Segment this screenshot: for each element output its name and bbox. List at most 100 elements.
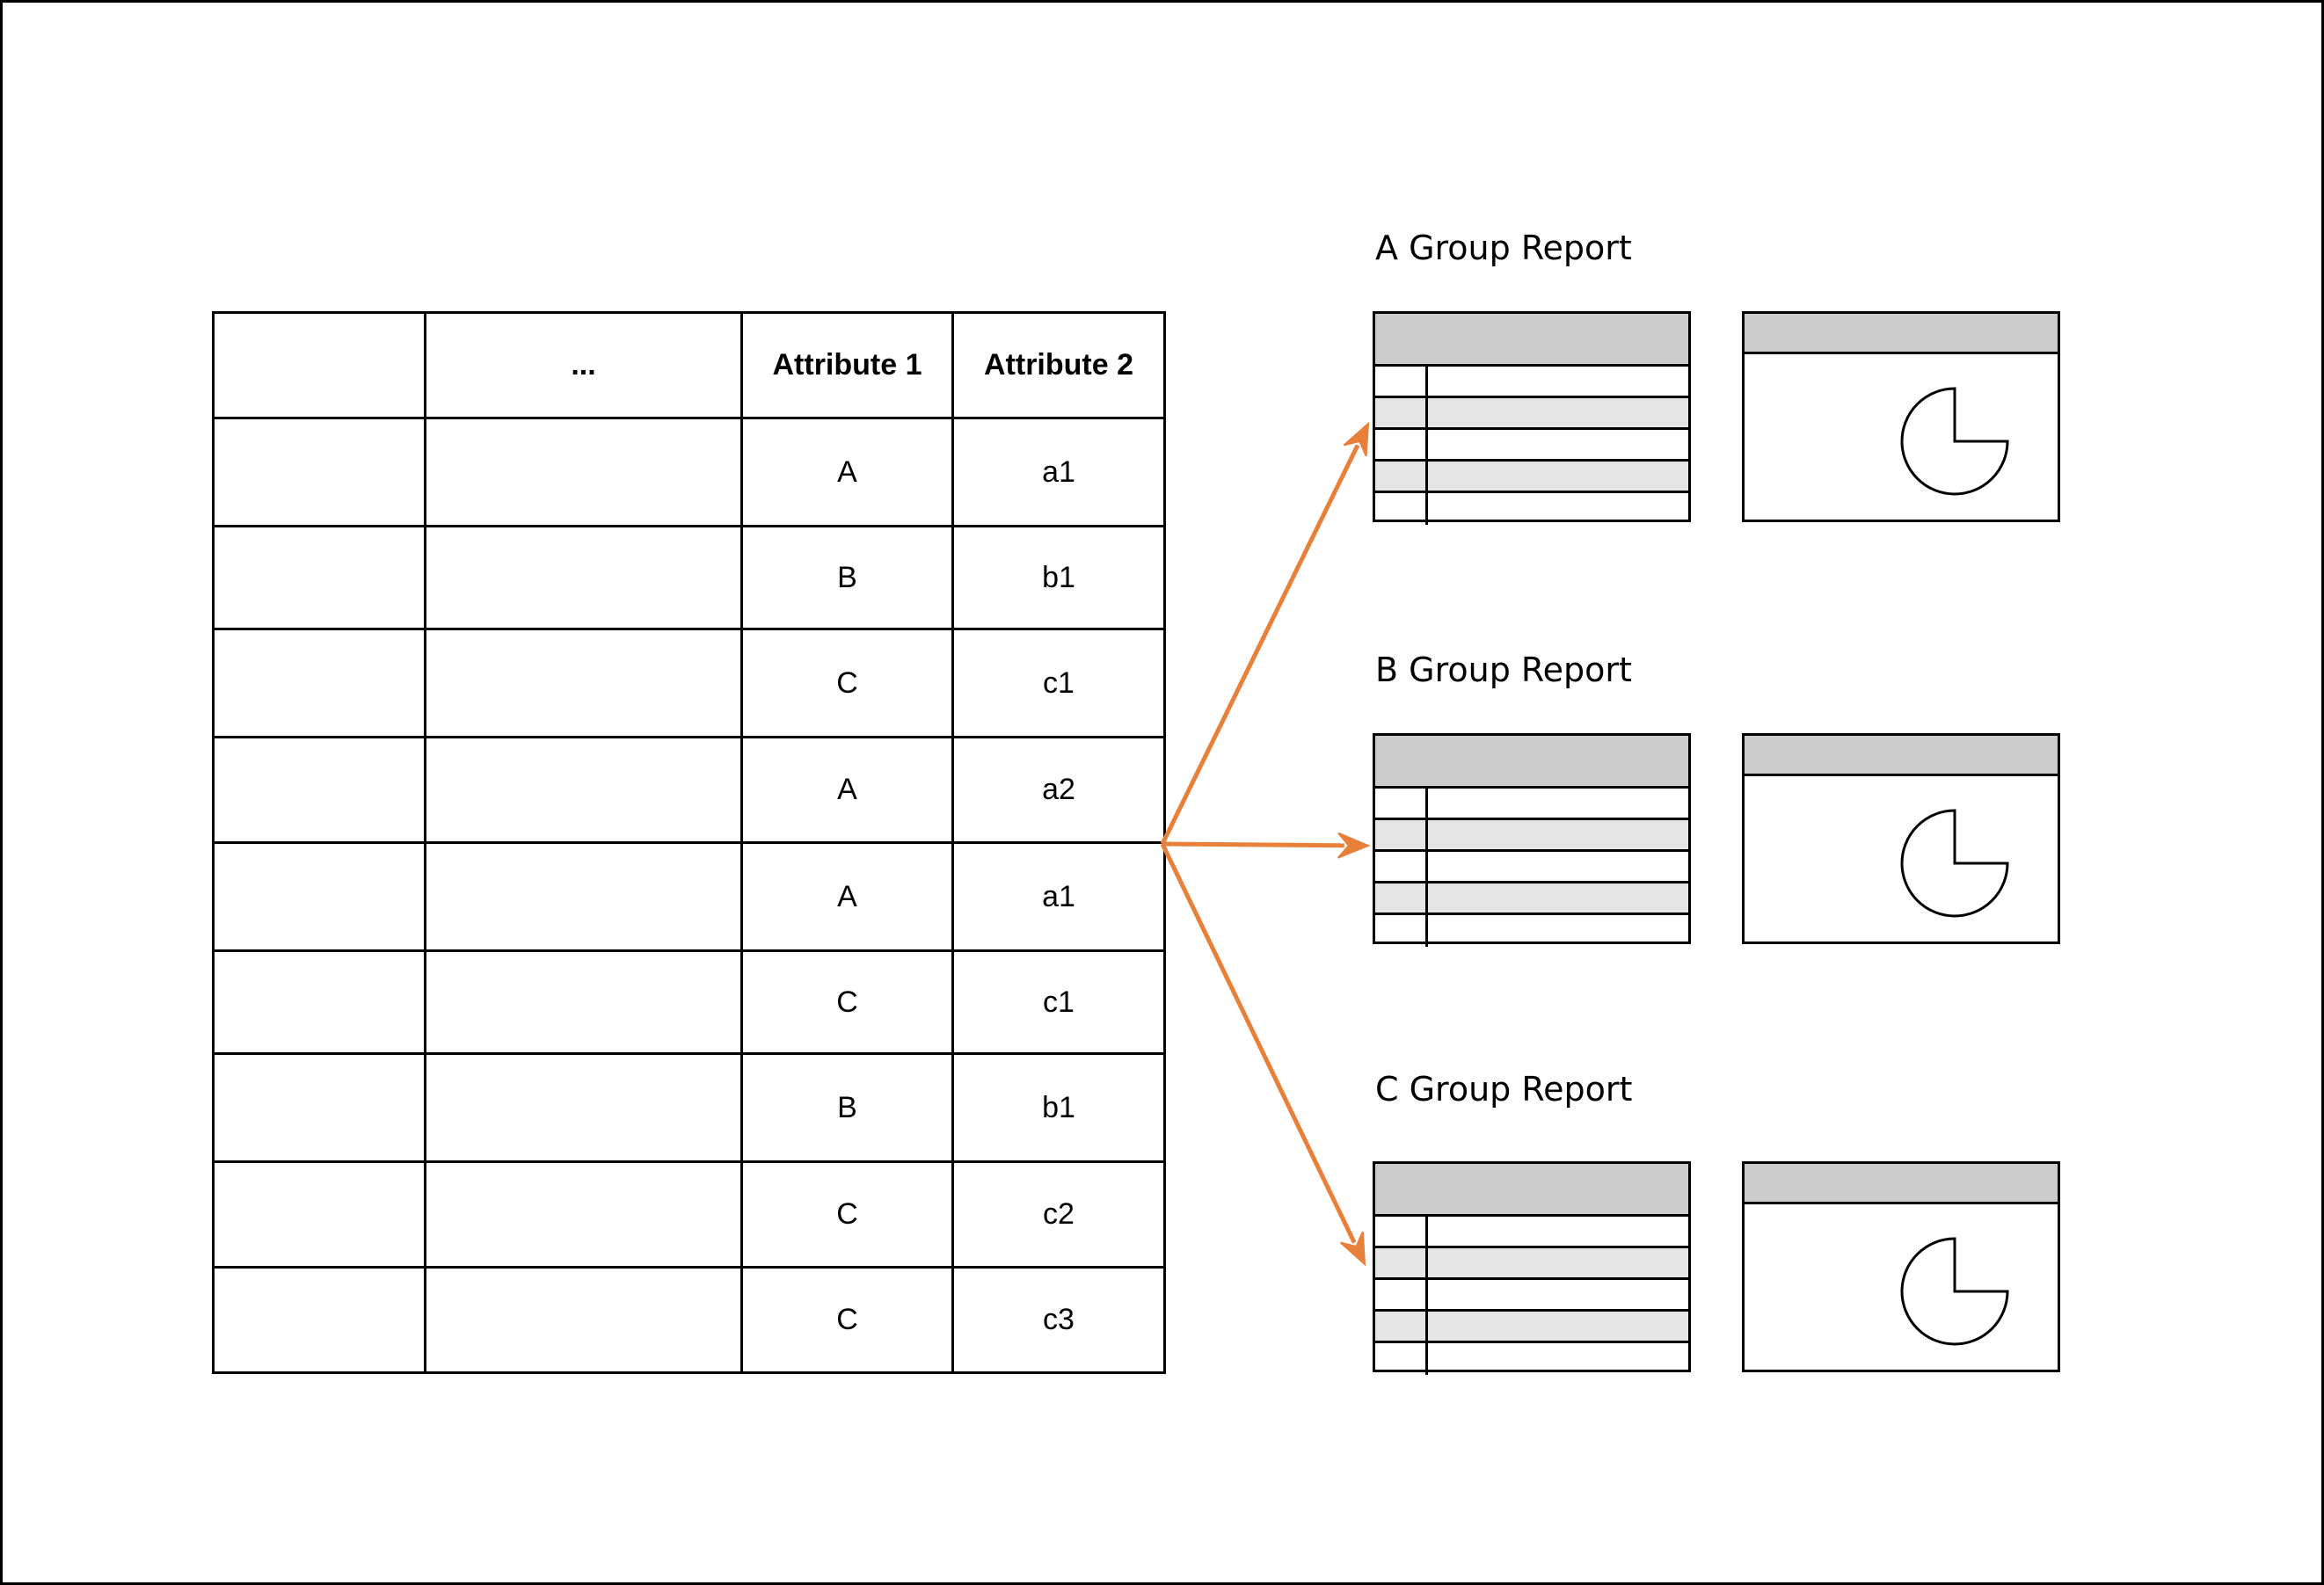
report-table-row <box>1375 915 1688 947</box>
report-table-row <box>1375 493 1688 525</box>
row-cell-attribute-2: c1 <box>951 949 1166 1055</box>
report-chart-thumbnail <box>1742 311 2060 522</box>
report-table-row <box>1375 367 1688 398</box>
row-cell-attribute-1: C <box>740 1160 954 1269</box>
row-cell-blank <box>212 949 426 1055</box>
row-cell-blank <box>212 736 426 844</box>
pie-slice <box>1900 1237 2009 1346</box>
row-cell-attribute-2: a1 <box>951 841 1166 952</box>
report-table-header <box>1375 1164 1688 1217</box>
header-attribute-1: Attribute 1 <box>740 311 954 419</box>
report-table-row <box>1375 430 1688 462</box>
report-chart-thumbnail <box>1742 1161 2060 1372</box>
report-table-row <box>1375 852 1688 883</box>
row-cell-ellipsis <box>424 841 743 952</box>
row-cell-attribute-1: B <box>740 525 954 630</box>
header-cell-ellipsis: ... <box>424 311 743 419</box>
pie-chart-icon <box>1900 1237 2009 1346</box>
report-table-row <box>1375 820 1688 852</box>
report-table-row <box>1375 1343 1688 1375</box>
arrow-line <box>1160 444 1360 846</box>
row-cell-attribute-2: c2 <box>951 1160 1166 1269</box>
report-table-column-divider <box>1425 915 1428 947</box>
pie-slice <box>1900 387 2009 496</box>
report-table-column-divider <box>1425 1217 1428 1246</box>
report-table-column-divider <box>1425 1280 1428 1309</box>
row-cell-ellipsis <box>424 628 743 738</box>
row-cell-blank <box>212 525 426 630</box>
arrow-line <box>1162 841 1344 848</box>
row-cell-attribute-1: C <box>740 949 954 1055</box>
header-cell <box>212 311 426 419</box>
row-cell-attribute-1: A <box>740 841 954 952</box>
report-table-column-divider <box>1425 820 1428 849</box>
report-table-column-divider <box>1425 462 1428 491</box>
arrow-head <box>1337 832 1371 859</box>
row-cell-attribute-1: C <box>740 1266 954 1374</box>
report-table-thumbnail <box>1373 311 1691 525</box>
report-table-column-divider <box>1425 852 1428 881</box>
report-table-column-divider <box>1425 398 1428 427</box>
report-table-row <box>1375 1280 1688 1312</box>
report-table-thumbnail <box>1373 733 1691 947</box>
row-cell-blank <box>212 417 426 527</box>
row-cell-attribute-1: C <box>740 628 954 738</box>
report-table-row <box>1375 883 1688 915</box>
report-table-column-divider <box>1425 430 1428 459</box>
report-table-row <box>1375 1312 1688 1343</box>
row-cell-ellipsis <box>424 1052 743 1163</box>
report-table-row <box>1375 1217 1688 1248</box>
pie-slice <box>1900 809 2009 918</box>
report-title: C Group Report <box>1375 1070 1633 1109</box>
header-attribute-2: Attribute 2 <box>951 311 1166 419</box>
row-cell-ellipsis <box>424 736 743 844</box>
report-table-header <box>1375 314 1688 367</box>
row-cell-ellipsis <box>424 1266 743 1374</box>
row-cell-attribute-2: a2 <box>951 736 1166 844</box>
row-cell-blank <box>212 1160 426 1269</box>
report-table-column-divider <box>1425 1312 1428 1341</box>
report-chart-thumbnail <box>1742 733 2060 944</box>
pie-chart-icon <box>1900 387 2009 496</box>
row-cell-attribute-1: A <box>740 736 954 844</box>
report-table-column-divider <box>1425 1248 1428 1277</box>
row-cell-ellipsis <box>424 949 743 1055</box>
row-cell-attribute-2: b1 <box>951 525 1166 630</box>
row-cell-attribute-2: c3 <box>951 1266 1166 1374</box>
row-cell-attribute-1: B <box>740 1052 954 1163</box>
report-table-column-divider <box>1425 493 1428 525</box>
report-table-row <box>1375 789 1688 820</box>
row-cell-attribute-1: A <box>740 417 954 527</box>
row-cell-blank <box>212 1052 426 1163</box>
row-cell-ellipsis <box>424 525 743 630</box>
report-chart-header <box>1745 314 2058 354</box>
report-table-column-divider <box>1425 883 1428 912</box>
report-table-row <box>1375 462 1688 493</box>
row-cell-blank <box>212 1266 426 1374</box>
report-table-header <box>1375 736 1688 789</box>
report-table-column-divider <box>1425 367 1428 396</box>
report-table-row <box>1375 398 1688 430</box>
report-title: B Group Report <box>1375 651 1632 689</box>
report-chart-header <box>1745 736 2058 776</box>
report-table-column-divider <box>1425 1343 1428 1375</box>
row-cell-attribute-2: b1 <box>951 1052 1166 1163</box>
row-cell-attribute-2: a1 <box>951 417 1166 527</box>
report-table-thumbnail <box>1373 1161 1691 1375</box>
arrow-line <box>1160 842 1357 1244</box>
report-title: A Group Report <box>1375 229 1632 267</box>
row-cell-blank <box>212 841 426 952</box>
arrow-head <box>1343 421 1370 457</box>
report-table-row <box>1375 1248 1688 1280</box>
